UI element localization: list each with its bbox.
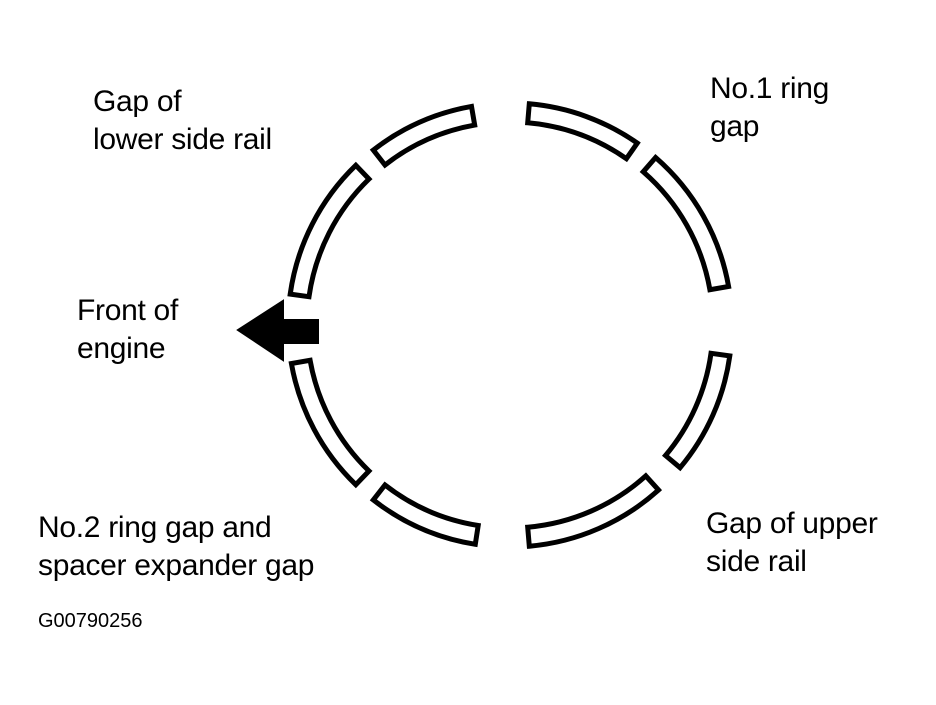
front-of-engine-label: Front of engine [77,294,178,365]
left-arrow-icon [236,299,319,362]
ring-segments [287,101,733,549]
lower-side-rail-gap-label: Gap of lower side rail [93,85,272,156]
ring-segment-bottom-left [369,481,482,548]
figure-code: G00790256 [38,610,143,632]
ring-segment-right-upper [639,153,732,293]
no2-ring-gap-label: No.2 ring gap and spacer expander gap [38,511,315,582]
ring-segment-top-left [369,103,478,169]
ring-segment-left-lower [288,357,373,489]
no1-ring-gap-label: No.1 ring gap [710,72,830,143]
ring-segment-bottom-right [524,472,663,549]
ring-segment-top-right [524,101,641,163]
ring-segment-left-upper [287,161,373,300]
ring-segment-right-lower [661,350,733,472]
upper-side-rail-gap-label: Gap of upper side rail [706,507,878,578]
